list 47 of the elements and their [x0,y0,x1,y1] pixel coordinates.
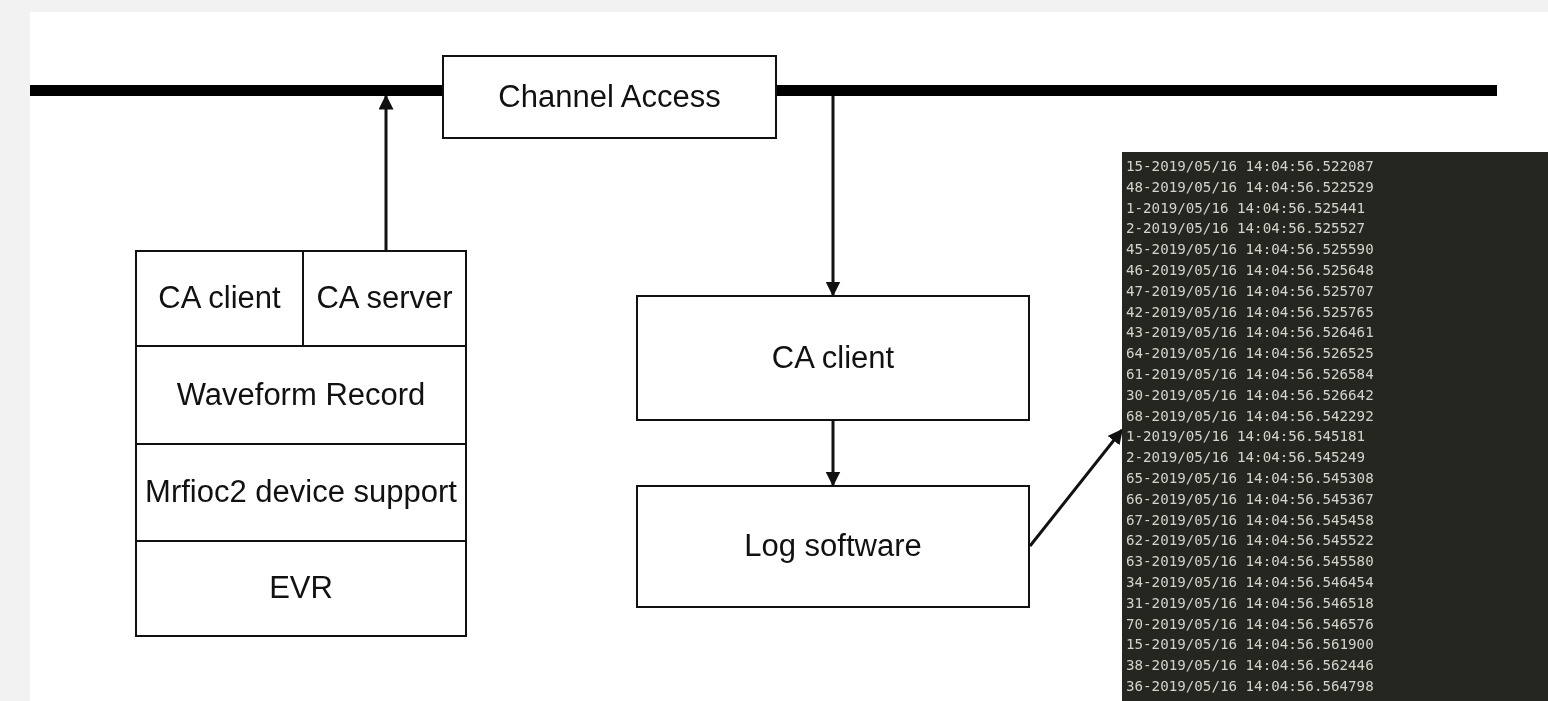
log-line: 66-2019/05/16 14:04:56.545367 [1126,489,1374,509]
log-line: 43-2019/05/16 14:04:56.526461 [1126,323,1374,343]
log-line: 65-2019/05/16 14:04:56.545308 [1126,468,1374,488]
log-line: 64-2019/05/16 14:04:56.526525 [1126,344,1374,364]
log-line: 70-2019/05/16 14:04:56.546576 [1126,614,1374,634]
box-label: EVR [268,569,334,608]
log-line: 42-2019/05/16 14:04:56.525765 [1126,302,1374,322]
arrow [825,421,841,487]
log-line: 61-2019/05/16 14:04:56.526584 [1126,364,1374,384]
process-box [636,485,1030,608]
log-line: 30-2019/05/16 14:04:56.526642 [1126,385,1374,405]
log-line: 45-2019/05/16 14:04:56.525590 [1126,240,1374,260]
log-line: 62-2019/05/16 14:04:56.545522 [1126,531,1374,551]
log-line: 34-2019/05/16 14:04:56.546454 [1126,572,1374,592]
log-line: 15-2019/05/16 14:04:56.522087 [1126,157,1374,176]
stack-cell [302,250,467,347]
log-line: 2-2019/05/16 14:04:56.545249 [1126,448,1366,468]
box-label: Log software [743,527,923,566]
process-box [636,295,1030,421]
log-line: 15-2019/05/16 14:04:56.561900 [1126,635,1374,655]
box-label: CA client [157,279,282,318]
log-line: 2-2019/05/16 14:04:56.525527 [1126,219,1366,239]
stack-cell [135,443,467,542]
log-line: 36-2019/05/16 14:04:56.564798 [1126,676,1374,696]
log-line: 1-2019/05/16 14:04:56.545181 [1126,427,1366,447]
log-line: 46-2019/05/16 14:04:56.525648 [1126,261,1374,280]
log-line: 48-2019/05/16 14:04:56.522529 [1126,177,1374,197]
process-box [442,55,777,139]
stack-cell [135,540,467,637]
log-line: 47-2019/05/16 14:04:56.525707 [1126,281,1374,301]
stack-cell [135,250,304,347]
log-line: 31-2019/05/16 14:04:56.546518 [1126,593,1374,613]
log-line: 68-2019/05/16 14:04:56.542292 [1126,406,1374,426]
box-label: Channel Access [497,77,722,116]
box-label: CA server [315,279,454,318]
box-label: CA client [770,338,896,377]
terminal-panel [1122,152,1548,701]
box-label: Waveform Record [175,375,427,414]
log-line: 38-2019/05/16 14:04:56.562446 [1126,656,1374,676]
log-line: 67-2019/05/16 14:04:56.545458 [1126,510,1374,530]
arrow [1028,428,1124,547]
box-label: Mrfioc2 device support [144,473,458,512]
log-line: 63-2019/05/16 14:04:56.545580 [1126,552,1374,572]
log-line: 1-2019/05/16 14:04:56.525441 [1126,198,1366,218]
arrow [378,94,394,250]
stack-cell [135,345,467,445]
arrow [825,96,841,297]
